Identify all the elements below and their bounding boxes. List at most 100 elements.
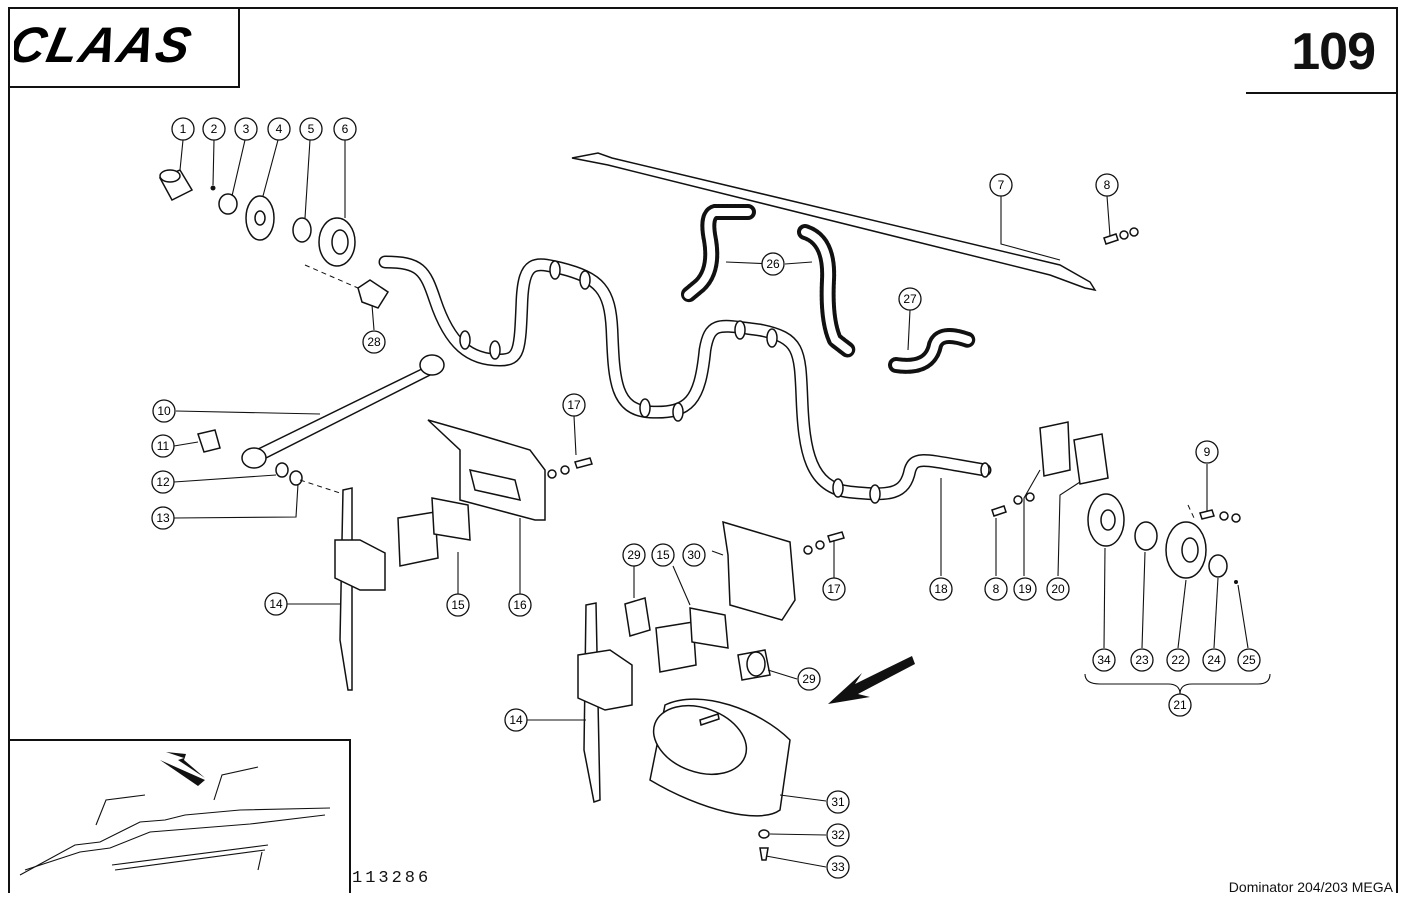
svg-text:33: 33 <box>831 860 845 874</box>
svg-text:34: 34 <box>1097 653 1111 667</box>
svg-text:5: 5 <box>308 122 315 136</box>
callout-18: 18 <box>929 577 953 601</box>
rod-7 <box>571 152 1097 292</box>
bearing-group-21 <box>1084 493 1271 695</box>
svg-text:24: 24 <box>1207 653 1221 667</box>
leader-lines <box>173 139 1249 868</box>
svg-text:31: 31 <box>831 795 845 809</box>
svg-text:15: 15 <box>451 598 465 612</box>
callout-34: 34 <box>1092 648 1116 672</box>
svg-text:32: 32 <box>831 828 845 842</box>
callout-23: 23 <box>1130 648 1154 672</box>
callout-19: 19 <box>1013 577 1037 601</box>
callout-29-right: 29 <box>797 667 821 691</box>
svg-text:6: 6 <box>342 122 349 136</box>
svg-text:14: 14 <box>509 713 523 727</box>
callout-5: 5 <box>299 117 323 141</box>
svg-text:8: 8 <box>1104 178 1111 192</box>
callout-27: 27 <box>898 287 922 311</box>
model-name: Dominator 204/203 MEGA <box>1228 879 1393 895</box>
callout-26: 26 <box>761 252 785 276</box>
logo-box-divider <box>238 7 240 87</box>
bracket-30 <box>722 520 845 621</box>
direction-arrow <box>828 656 915 704</box>
svg-text:4: 4 <box>276 122 283 136</box>
svg-text:15: 15 <box>656 548 670 562</box>
svg-text:21: 21 <box>1173 698 1187 712</box>
svg-text:2: 2 <box>211 122 218 136</box>
drawing-number: 113286 <box>352 869 432 888</box>
page-number-rule <box>1246 92 1396 94</box>
page-frame <box>8 7 1398 893</box>
callout-28: 28 <box>362 330 386 354</box>
callout-31: 31 <box>826 790 850 814</box>
svg-text:30: 30 <box>687 548 701 562</box>
callout-25: 25 <box>1237 648 1261 672</box>
svg-text:13: 13 <box>156 511 170 525</box>
svg-text:22: 22 <box>1171 653 1185 667</box>
tube-assembly <box>378 255 992 504</box>
svg-text:1: 1 <box>180 122 187 136</box>
callout-8-bottom: 8 <box>984 577 1008 601</box>
callout-15-center: 15 <box>651 543 675 567</box>
callout-30: 30 <box>682 543 706 567</box>
callout-11: 11 <box>151 434 175 458</box>
callout-15-left: 15 <box>446 593 470 617</box>
svg-text:17: 17 <box>827 582 841 596</box>
callout-29-left: 29 <box>622 543 646 567</box>
callout-7: 7 <box>989 173 1013 197</box>
linkage <box>197 354 445 494</box>
svg-text:9: 9 <box>1204 445 1211 459</box>
svg-text:12: 12 <box>156 475 170 489</box>
svg-text:3: 3 <box>243 122 250 136</box>
callout-16: 16 <box>508 593 532 617</box>
callouts: 1 2 3 4 5 6 7 8 26 27 28 10 11 12 13 17 … <box>151 117 1261 879</box>
cylinder-31 <box>649 698 791 861</box>
svg-text:16: 16 <box>513 598 527 612</box>
svg-text:26: 26 <box>766 257 780 271</box>
svg-text:29: 29 <box>627 548 641 562</box>
callout-3: 3 <box>234 117 258 141</box>
callout-4: 4 <box>267 117 291 141</box>
svg-text:7: 7 <box>998 178 1005 192</box>
location-inset <box>8 739 351 893</box>
svg-text:20: 20 <box>1051 582 1065 596</box>
knife-left <box>334 487 386 691</box>
callout-14-center: 14 <box>504 708 528 732</box>
svg-text:18: 18 <box>934 582 948 596</box>
svg-text:14: 14 <box>269 597 283 611</box>
callout-32: 32 <box>826 823 850 847</box>
svg-text:25: 25 <box>1242 653 1256 667</box>
callout-8-top: 8 <box>1095 173 1119 197</box>
logo-box-rule <box>8 86 240 88</box>
callout-9: 9 <box>1195 440 1219 464</box>
callout-33: 33 <box>826 855 850 879</box>
callout-17-left: 17 <box>562 393 586 417</box>
page-number: 109 <box>1291 23 1376 81</box>
bearing-parts-left <box>158 169 390 309</box>
callout-24: 24 <box>1202 648 1226 672</box>
brackets-right <box>991 227 1139 517</box>
callout-2: 2 <box>202 117 226 141</box>
svg-text:10: 10 <box>157 404 171 418</box>
callout-17-right: 17 <box>822 577 846 601</box>
callout-14-left: 14 <box>264 592 288 616</box>
svg-text:17: 17 <box>567 398 581 412</box>
callout-1: 1 <box>171 117 195 141</box>
knife-center <box>577 602 633 803</box>
svg-text:8: 8 <box>993 582 1000 596</box>
callout-10: 10 <box>152 399 176 423</box>
clamps-left <box>397 497 471 567</box>
clamps-center <box>624 597 771 681</box>
svg-text:27: 27 <box>903 292 917 306</box>
svg-text:29: 29 <box>802 672 816 686</box>
callout-21: 21 <box>1168 693 1192 717</box>
svg-text:11: 11 <box>157 439 170 453</box>
svg-text:19: 19 <box>1018 582 1032 596</box>
bracket-16 <box>427 419 593 521</box>
callout-12: 12 <box>151 470 175 494</box>
callout-6: 6 <box>333 117 357 141</box>
logo-lettering: CLAAS <box>14 17 198 73</box>
callout-13: 13 <box>151 506 175 530</box>
